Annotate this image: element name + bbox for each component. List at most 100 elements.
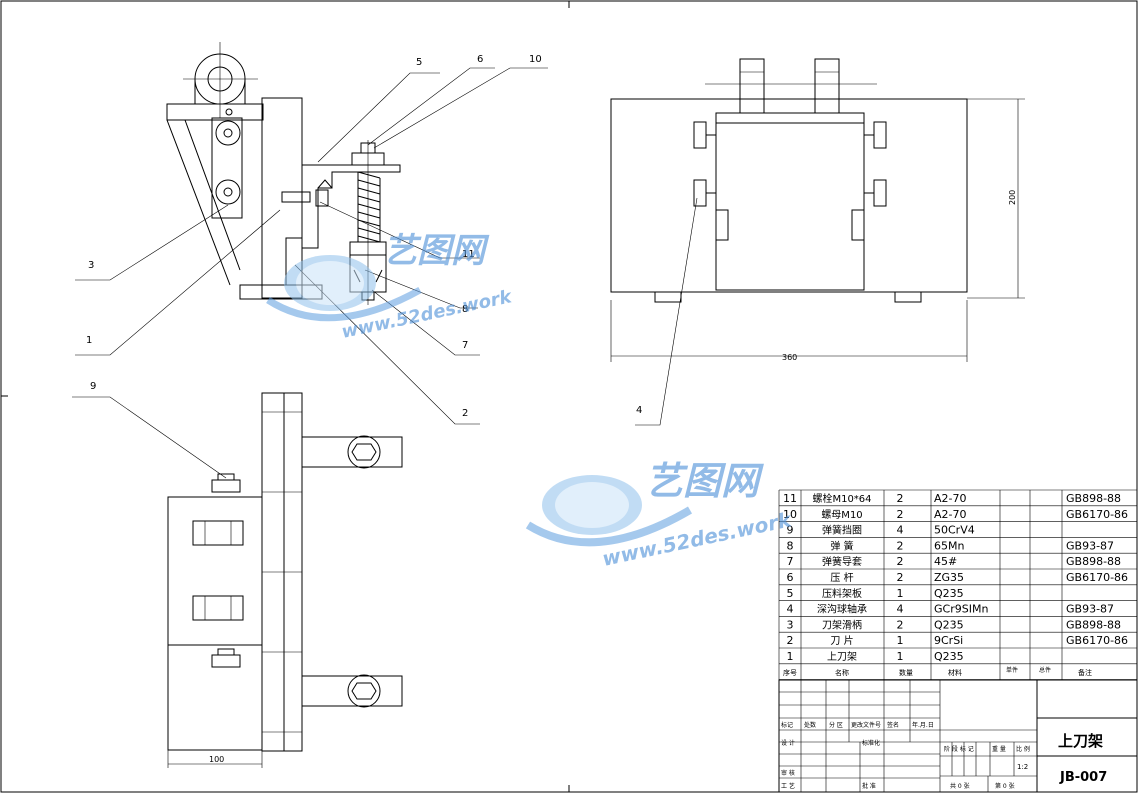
part-no: 5 <box>787 587 794 600</box>
callout-11: 11 <box>462 249 475 260</box>
dim-100: 100 <box>209 755 224 764</box>
part-name: 刀架滑柄 <box>822 618 862 631</box>
callout-6: 6 <box>477 54 483 65</box>
part-material: 9CrSi <box>934 634 963 647</box>
dim-200: 200 <box>1008 190 1017 205</box>
part-no: 4 <box>787 603 794 616</box>
tb-mark: 标记 <box>781 721 793 729</box>
callout-8: 8 <box>462 304 468 315</box>
part-material: A2-70 <box>934 508 967 521</box>
part-no: 7 <box>787 555 794 568</box>
part-name: 弹 簧 <box>830 539 853 552</box>
part-qty: 1 <box>897 587 904 600</box>
callout-10: 10 <box>529 54 542 65</box>
part-note: GB898-88 <box>1066 618 1121 631</box>
part-qty: 2 <box>897 555 904 568</box>
part-material: Q235 <box>934 618 964 631</box>
part-material: Q235 <box>934 650 964 663</box>
callout-5: 5 <box>416 57 422 68</box>
part-material: A2-70 <box>934 492 967 505</box>
part-name: 上刀架 <box>827 651 857 663</box>
title-block <box>778 679 1138 793</box>
part-no: 1 <box>787 650 794 663</box>
tb-sheet-no: 第 0 张 <box>995 782 1015 790</box>
part-name: 压料架板 <box>822 587 862 600</box>
part-material: GCr9SIMn <box>934 603 988 616</box>
callout-4: 4 <box>636 405 642 416</box>
dim-360: 360 <box>782 353 797 362</box>
main-upright <box>261 97 303 299</box>
part-material: 45# <box>934 555 957 568</box>
part-name: 弹簧导套 <box>822 555 862 568</box>
part-no: 6 <box>787 571 794 584</box>
part-material: Q235 <box>934 587 964 600</box>
part-material: 65Mn <box>934 539 964 552</box>
part-no: 11 <box>783 492 797 505</box>
tb-change-doc: 更改文件号 <box>851 721 881 729</box>
tb-zone: 分 区 <box>829 721 843 729</box>
part-material: 50CrV4 <box>934 524 975 537</box>
spring <box>357 171 381 243</box>
front-view <box>75 42 548 425</box>
header-no: 序号 <box>783 668 797 677</box>
watermark-logo <box>266 255 422 322</box>
part-qty: 2 <box>897 618 904 631</box>
tb-design: 设 计 <box>781 739 795 747</box>
part-qty: 4 <box>897 603 904 616</box>
part-name: 压 杆 <box>830 572 853 584</box>
side-view <box>610 58 1025 426</box>
part-qty: 1 <box>897 634 904 647</box>
part-no: 10 <box>783 508 797 521</box>
header-total: 总件 <box>1039 666 1051 674</box>
callout-2: 2 <box>462 408 468 419</box>
tb-sign: 签名 <box>887 721 899 729</box>
part-material: ZG35 <box>934 571 964 584</box>
part-no: 9 <box>787 524 794 537</box>
part-note: GB93-87 <box>1066 603 1114 616</box>
tb-approve: 批 准 <box>862 782 876 790</box>
drawing-code: JB-007 <box>1059 770 1107 785</box>
watermark-logo <box>525 475 693 547</box>
part-name: 弹簧挡圈 <box>822 524 862 537</box>
tb-scale: 1:2 <box>1017 763 1028 771</box>
callout-7: 7 <box>462 340 468 351</box>
tb-total-sheets: 共 0 张 <box>950 782 970 790</box>
part-qty: 2 <box>897 492 904 505</box>
header-qty: 数量 <box>899 668 913 677</box>
tb-ratio: 比 例 <box>1016 745 1030 753</box>
header-single: 单件 <box>1006 666 1018 674</box>
callout-1: 1 <box>86 335 92 346</box>
part-name: 深沟球轴承 <box>817 603 867 616</box>
part-qty: 2 <box>897 539 904 552</box>
watermark-cn: 艺图网 <box>645 459 764 503</box>
part-qty: 2 <box>897 508 904 521</box>
part-note: GB898-88 <box>1066 555 1121 568</box>
part-no: 3 <box>787 618 794 631</box>
part-note: GB898-88 <box>1066 492 1121 505</box>
part-qty: 1 <box>897 650 904 663</box>
part-no: 2 <box>787 634 794 647</box>
tb-count: 处数 <box>804 721 816 729</box>
header-note: 备注 <box>1078 668 1092 677</box>
part-qty: 2 <box>897 571 904 584</box>
part-no: 8 <box>787 539 794 552</box>
header-name: 名称 <box>835 668 849 677</box>
callout-3: 3 <box>88 260 94 271</box>
top-view <box>72 392 403 768</box>
callout-9: 9 <box>90 381 96 392</box>
tb-weight: 重 量 <box>992 745 1006 753</box>
tb-process: 工 艺 <box>781 782 795 790</box>
header-material: 材料 <box>948 668 962 677</box>
part-note: GB6170-86 <box>1066 508 1128 521</box>
tb-date: 年.月.日 <box>912 721 934 729</box>
watermark-cn: 艺图网 <box>383 231 490 271</box>
tb-review: 审 核 <box>781 769 795 777</box>
part-name: 刀 片 <box>830 634 853 647</box>
part-note: GB6170-86 <box>1066 571 1128 584</box>
tb-std: 标准化 <box>862 739 880 747</box>
part-name: 螺母M10 <box>821 509 862 521</box>
drawing-title: 上刀架 <box>1058 732 1103 750</box>
part-note: GB6170-86 <box>1066 634 1128 647</box>
